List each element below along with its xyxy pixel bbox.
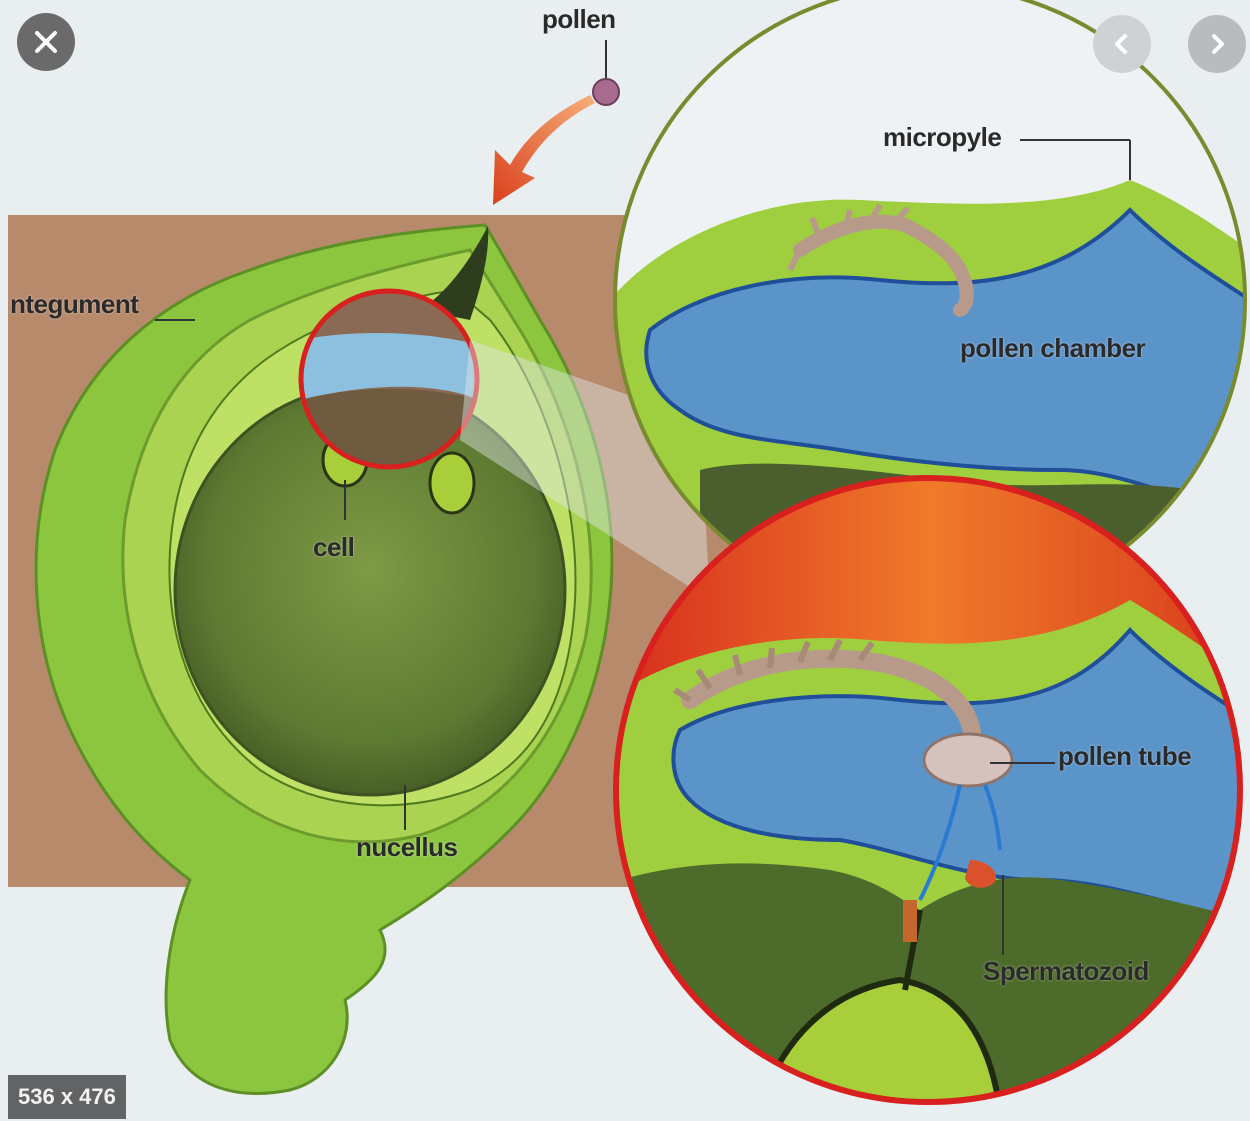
image-dimensions-badge: 536 x 476 (8, 1075, 126, 1119)
next-image-button[interactable] (1188, 15, 1246, 73)
close-icon (31, 27, 61, 57)
previous-image-button[interactable] (1093, 15, 1151, 73)
label-nucellus: nucellus (356, 832, 457, 863)
label-spermatozoid: Spermatozoid (983, 956, 1149, 987)
label-integument: ntegument (10, 289, 138, 320)
pollen-tube-tip (924, 734, 1012, 786)
label-pollen-tube: pollen tube (1058, 741, 1191, 772)
archegonium-right (430, 453, 474, 513)
chevron-left-icon (1109, 31, 1135, 57)
label-micropyle: micropyle (883, 122, 1001, 153)
close-button[interactable] (17, 13, 75, 71)
label-pollen-chamber: pollen chamber (960, 333, 1145, 364)
chevron-right-icon (1204, 31, 1230, 57)
label-pollen: pollen (542, 4, 616, 35)
pollen-grain (593, 79, 619, 105)
label-cell: cell (313, 532, 354, 563)
